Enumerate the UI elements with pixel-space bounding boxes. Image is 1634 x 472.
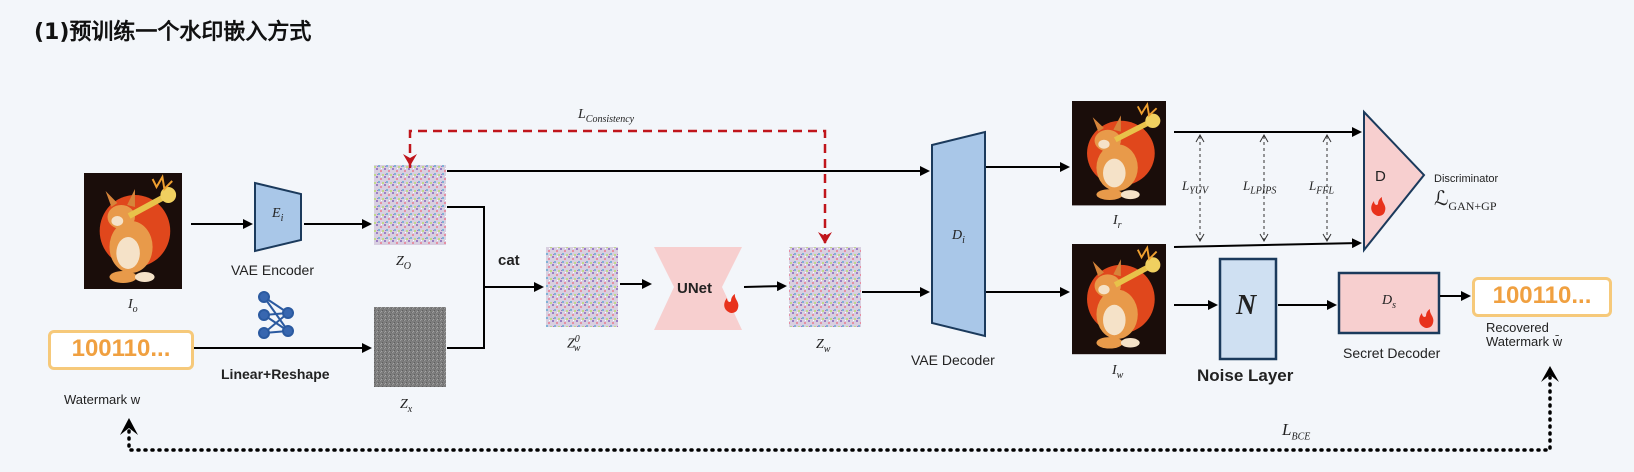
watermark-input-box: 100110...	[48, 330, 194, 370]
noise-layer-block	[1218, 257, 1278, 361]
recovered-watermark-box: 100110...	[1472, 277, 1612, 317]
ffl-loss-label: LFFL	[1309, 178, 1335, 197]
linear-network-icon	[258, 291, 294, 339]
zx-label: Zx	[400, 397, 413, 415]
unet-block	[654, 247, 742, 330]
recovered-label-line2: Watermark w̄	[1486, 334, 1563, 349]
flow-arrows	[190, 127, 1471, 353]
fire-icon	[724, 294, 739, 313]
recovered-label-line1: Recovered	[1486, 320, 1549, 335]
discriminator-block	[1363, 109, 1426, 253]
secret-decoder-symbol: Ds	[1382, 293, 1397, 311]
watermark-w-label: Watermark w	[64, 392, 141, 407]
input-image-io	[83, 172, 183, 290]
decoder-symbol: Di	[952, 228, 965, 246]
discriminator-label: Discriminator	[1434, 173, 1499, 185]
secret-decoder-label: Secret Decoder	[1343, 345, 1441, 361]
latent-zx	[374, 307, 446, 387]
bce-loss-path	[120, 366, 1559, 452]
latent-zw0	[546, 247, 618, 327]
ir-label: Ir	[1113, 213, 1122, 231]
reconstructed-image-ir	[1071, 100, 1167, 207]
latent-zw	[789, 247, 861, 327]
yuv-loss-label: LYUV	[1182, 178, 1209, 197]
encoder-symbol: Ei	[272, 206, 284, 224]
discriminator-symbol: D	[1375, 168, 1386, 185]
lpips-loss-label: LLPIPS	[1243, 178, 1277, 197]
io-label: Io	[128, 297, 138, 315]
cat-label: cat	[498, 252, 520, 269]
latent-zo	[374, 165, 446, 245]
noise-layer-label: Noise Layer	[1197, 366, 1294, 385]
consistency-loss-label: LConsistency	[578, 107, 635, 125]
loss-arrows	[1199, 136, 1328, 240]
zo-label: ZO	[396, 254, 412, 272]
bce-loss-label: LBCE	[1282, 420, 1311, 443]
unet-label: UNet	[677, 280, 713, 297]
linear-reshape-label: Linear+Reshape	[221, 366, 330, 382]
vae-decoder-block	[931, 130, 986, 338]
watermarked-image-iw	[1071, 243, 1167, 356]
gan-loss-label: ℒGAN+GP	[1434, 188, 1497, 213]
zw0-label: Z0w	[567, 334, 581, 355]
secret-decoder-block	[1337, 271, 1441, 335]
consistency-loss-arrow	[403, 129, 832, 244]
noise-symbol: N	[1236, 290, 1257, 321]
page-title: (1)预训练一个水印嵌入方式	[34, 20, 312, 45]
fire-icon	[1371, 197, 1386, 216]
vae-encoder-block	[254, 181, 302, 253]
vae-decoder-label: VAE Decoder	[911, 352, 995, 368]
vae-encoder-label: VAE Encoder	[231, 262, 315, 278]
iw-label: Iw	[1112, 363, 1124, 381]
zw-label: Zw	[816, 337, 831, 355]
fire-icon	[1419, 309, 1434, 328]
